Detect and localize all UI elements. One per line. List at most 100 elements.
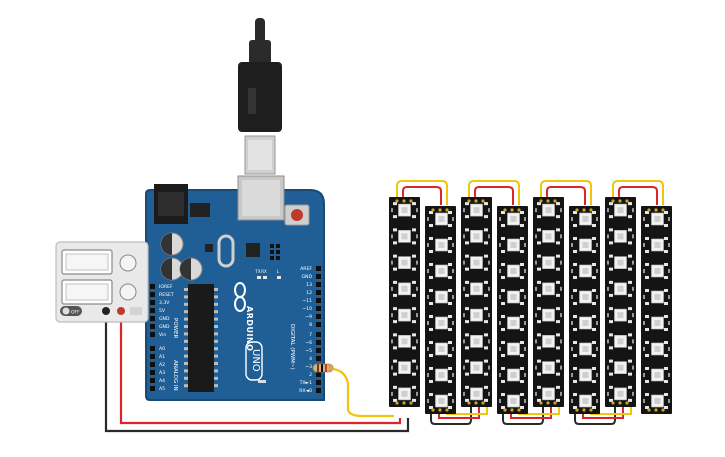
pin-label: RX◄0 (299, 388, 312, 394)
strip-jumper-ground[interactable] (574, 406, 616, 425)
digital-pin[interactable] (316, 322, 321, 327)
digital-pin[interactable] (316, 298, 321, 303)
pin-label: GND (159, 324, 170, 330)
strip-jumper-ground[interactable] (430, 406, 472, 425)
usb-cable[interactable] (238, 18, 282, 175)
pin-label: 13 (306, 282, 312, 288)
pin-label: 3.3V (159, 300, 170, 306)
pin-label: Vin (159, 332, 166, 338)
analog-pin[interactable] (150, 370, 155, 375)
digital-pin[interactable] (316, 274, 321, 279)
digital-pin[interactable] (316, 314, 321, 319)
led-strip[interactable] (425, 206, 456, 414)
strip-jumper-power[interactable] (546, 186, 586, 205)
pin-label: TX►1 (299, 380, 312, 386)
power-pin[interactable] (150, 332, 155, 337)
power-pin[interactable] (150, 324, 155, 329)
pin-label: 4 (309, 356, 312, 362)
digital-pin[interactable] (316, 348, 321, 353)
digital-pin[interactable] (316, 340, 321, 345)
pin-label: GND (301, 274, 312, 280)
led-strip[interactable] (533, 197, 564, 407)
pin-label: A3 (159, 370, 165, 376)
digital-pin[interactable] (316, 380, 321, 385)
led-strip[interactable] (461, 197, 492, 407)
pin-label: 5V (159, 308, 166, 314)
pin-label: A0 (159, 346, 165, 352)
analog-pin[interactable] (150, 378, 155, 383)
led-strips (389, 180, 672, 425)
voltage-knob[interactable] (119, 254, 137, 272)
analog-header (150, 346, 155, 391)
led-label: RX (261, 269, 267, 274)
strip-jumper-power[interactable] (474, 186, 514, 205)
wire-data-signal[interactable] (332, 367, 394, 418)
digital-pin[interactable] (316, 372, 321, 377)
analog-pin[interactable] (150, 354, 155, 359)
strip-jumper-power[interactable] (438, 406, 480, 419)
power-pin[interactable] (150, 316, 155, 321)
power-pin[interactable] (150, 292, 155, 297)
power-pin[interactable] (150, 284, 155, 289)
digital-pin[interactable] (316, 282, 321, 287)
strip-jumper-data[interactable] (612, 180, 664, 205)
supply-switch-label: OFF (71, 310, 80, 316)
led-strip[interactable] (569, 206, 600, 414)
analog-pin[interactable] (150, 362, 155, 367)
digital-pin[interactable] (316, 356, 321, 361)
wire-ground-supply[interactable] (104, 312, 410, 433)
strip-jumper-power[interactable] (402, 186, 442, 205)
pin-label: ~10 (302, 306, 312, 312)
pin-label: A4 (159, 378, 165, 384)
digital-pin[interactable] (316, 388, 321, 393)
current-knob[interactable] (119, 283, 137, 301)
pin-label: ~3 (305, 364, 312, 370)
led-strip[interactable] (605, 197, 636, 407)
supply-terminal-positive[interactable] (117, 307, 125, 315)
strip-jumper-data[interactable] (468, 180, 520, 205)
power-pin[interactable] (150, 308, 155, 313)
strip-jumper-data[interactable] (540, 180, 592, 205)
supply-terminal-negative[interactable] (102, 307, 110, 315)
strip-jumper-power[interactable] (618, 186, 658, 205)
power-header (150, 284, 155, 337)
strip-jumper-data[interactable] (396, 180, 448, 205)
resistor[interactable] (312, 363, 334, 373)
digital-pin[interactable] (316, 332, 321, 337)
led-strip[interactable] (389, 197, 420, 407)
pin-label: ~5 (305, 348, 312, 354)
analog-label: ANALOG IN (172, 360, 178, 391)
power-label: POWER (172, 318, 178, 339)
pin-label: RESET (159, 292, 174, 298)
digital-pin[interactable] (316, 290, 321, 295)
strip-jumper-ground[interactable] (502, 406, 544, 425)
strip-jumper-power[interactable] (510, 406, 552, 419)
icsp-header (270, 244, 280, 260)
analog-pin[interactable] (150, 386, 155, 391)
led-label: TX (254, 269, 260, 274)
led-strip[interactable] (641, 206, 672, 414)
power-pin[interactable] (150, 300, 155, 305)
power-supply[interactable]: OFF (55, 241, 149, 323)
pin-label: IOREF (159, 284, 173, 290)
uno-text: UNO (250, 349, 261, 372)
digital-pin[interactable] (316, 266, 321, 271)
analog-pin[interactable] (150, 346, 155, 351)
pin-label: A2 (159, 362, 165, 368)
pin-label: ~6 (305, 340, 312, 346)
pin-label: 7 (309, 332, 312, 338)
pin-label: AREF (300, 266, 312, 272)
wire-power-supply[interactable] (119, 312, 402, 425)
strip-jumper-power[interactable] (582, 406, 624, 419)
led-label: L (277, 269, 280, 274)
pin-label: 12 (306, 290, 312, 296)
pin-label: ~9 (305, 314, 312, 320)
led-strip[interactable] (497, 206, 528, 414)
digital-pin[interactable] (316, 306, 321, 311)
digital-label: DIGITAL (PWM~) (289, 324, 295, 370)
